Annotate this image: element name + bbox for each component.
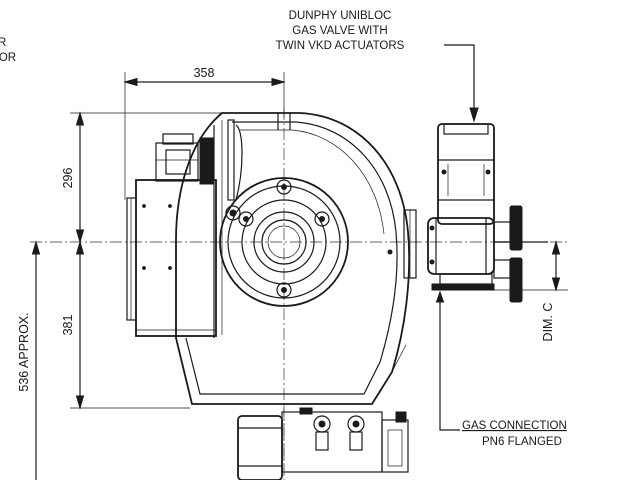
pn6-flanged-label: PN6 FLANGED [482,436,562,448]
top-left-label-line1: R [0,37,6,49]
valve-leader-line [444,44,475,112]
dim-c-label: DIM. C [541,303,555,342]
dimension-536-label: 536 APPROX. [17,312,31,391]
dimension-536: 536 APPROX. [17,240,41,480]
gas-connection-leader [439,294,460,431]
control-box [126,179,217,337]
valve-label-line3: TWIN VKD ACTUATORS [276,40,405,52]
dimension-296-381: 296 381 [61,111,222,410]
top-left-label-line2: TOR [0,52,16,64]
flame-sensor [225,113,291,221]
dimension-381-label: 381 [61,315,75,336]
bottom-motor [237,404,409,480]
gas-connection-label: GAS CONNECTION [462,420,567,432]
valve-leader-arrowhead [469,107,479,123]
burner-flange [219,177,393,307]
dimension-358-label: 358 [194,66,215,80]
dimension-296-label: 296 [61,168,75,189]
dimension-358: 358 [123,66,286,200]
top-component [155,133,215,185]
valve-label-line2: GAS VALVE WITH [292,25,387,37]
gas-connection-callout: GAS CONNECTION PN6 FLANGED [435,290,567,448]
valve-label-line1: DUNPHY UNIBLOC [289,10,392,22]
valve-callout: DUNPHY UNIBLOC GAS VALVE WITH TWIN VKD A… [276,10,479,123]
dimension-c: DIM. C [494,240,568,342]
gas-valve-assembly [427,123,548,303]
